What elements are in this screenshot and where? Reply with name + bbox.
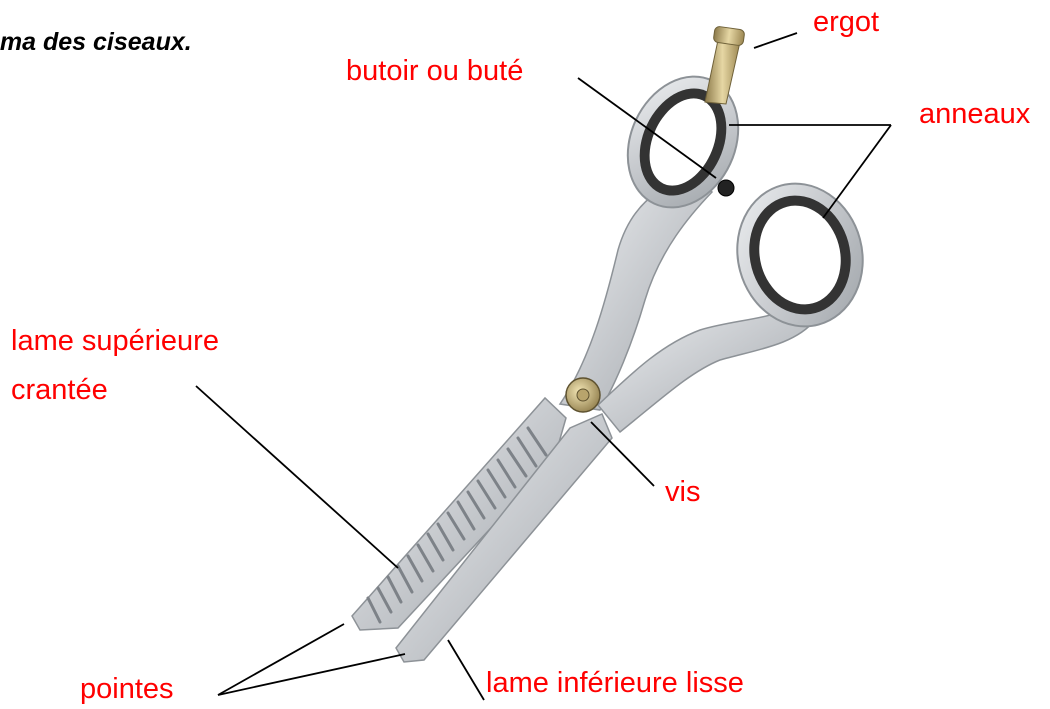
leader-line-lame-superieure — [196, 386, 398, 568]
upper-ring — [607, 58, 759, 225]
leader-line-lame-inferieure — [448, 640, 484, 700]
label-ergot: ergot — [813, 8, 879, 37]
leader-line-vis — [591, 422, 654, 486]
label-pointes: pointes — [80, 675, 174, 704]
stopper — [718, 180, 734, 196]
leader-line-pointes-upper — [218, 624, 344, 695]
leader-line-ergot — [754, 33, 797, 48]
label-lame-superieure-line2: crantée — [11, 376, 108, 405]
label-lame-superieure-line1: lame supérieure — [11, 327, 219, 356]
leader-line-pointes-lower — [218, 654, 405, 695]
lower-ring — [721, 169, 878, 340]
scissors-illustration — [352, 26, 879, 662]
label-anneaux: anneaux — [919, 100, 1030, 129]
diagram-title: éma des ciseaux. — [0, 28, 192, 57]
finger-rest — [705, 26, 745, 104]
leader-lines — [196, 33, 891, 700]
pivot-screw — [566, 378, 600, 412]
leader-line-anneaux-lower — [823, 125, 891, 218]
label-butoir: butoir ou buté — [346, 57, 523, 86]
label-vis: vis — [665, 478, 700, 507]
label-lame-inferieure: lame inférieure lisse — [486, 669, 744, 698]
